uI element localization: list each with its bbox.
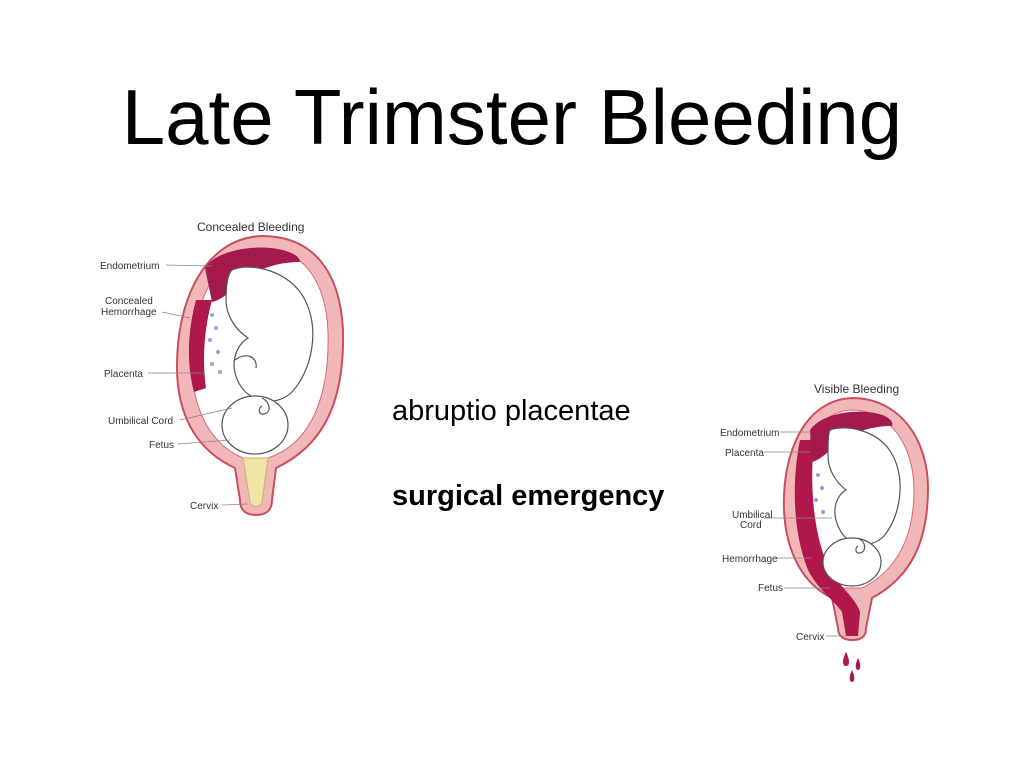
concealed-hemorrhage bbox=[188, 300, 212, 392]
bullet-surgical-emergency: surgical emergency bbox=[392, 480, 665, 512]
slide-title: Late Trimster Bleeding bbox=[121, 73, 903, 161]
label-placenta: Placenta bbox=[725, 448, 764, 459]
label-cervix: Cervix bbox=[796, 632, 824, 643]
label-hemorrhage: Hemorrhage bbox=[101, 307, 157, 318]
label-umbilical-cord: Umbilical Cord bbox=[108, 416, 173, 427]
bullet-abruptio-placentae: abruptio placentae bbox=[392, 395, 631, 427]
blood-drops bbox=[843, 652, 861, 682]
concealed-bleeding-diagram: Concealed Bleeding bbox=[100, 220, 345, 517]
concealed-bleeding-heading: Concealed Bleeding bbox=[197, 220, 304, 234]
label-cervix: Cervix bbox=[190, 501, 218, 512]
label-leaders bbox=[764, 431, 846, 637]
label-fetus: Fetus bbox=[758, 583, 783, 594]
label-concealed: Concealed bbox=[105, 296, 153, 307]
fetus bbox=[822, 427, 901, 587]
label-endometrium: Endometrium bbox=[720, 428, 779, 439]
cervix bbox=[242, 457, 269, 507]
label-fetus: Fetus bbox=[149, 440, 174, 451]
placenta-vessels bbox=[208, 313, 222, 374]
label-placenta: Placenta bbox=[104, 369, 143, 380]
visible-hemorrhage bbox=[794, 440, 860, 636]
label-leaders bbox=[148, 264, 249, 506]
label-umbilical: Umbilical bbox=[732, 510, 773, 521]
visible-bleeding-heading: Visible Bleeding bbox=[814, 382, 899, 396]
visible-bleeding-diagram: Visible Bleeding bbox=[720, 382, 930, 682]
fetus bbox=[221, 266, 314, 455]
label-hemorrhage: Hemorrhage bbox=[722, 554, 778, 565]
label-endometrium: Endometrium bbox=[100, 261, 159, 272]
placenta-vessels bbox=[814, 473, 825, 514]
label-cord: Cord bbox=[740, 520, 762, 531]
